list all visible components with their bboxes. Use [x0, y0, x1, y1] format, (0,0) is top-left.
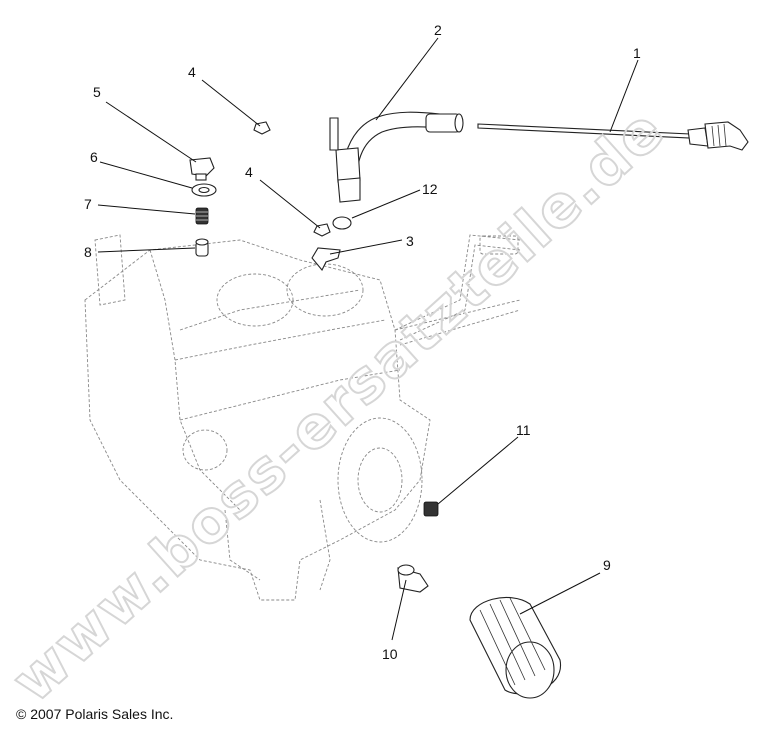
callout-6: 6: [90, 149, 98, 165]
part-2-dipstick-tube: [329, 111, 464, 203]
part-5-drain-bolt: [189, 157, 215, 181]
callout-10: 10: [382, 646, 398, 662]
callout-11: 11: [516, 422, 531, 438]
part-9-oil-filter: [469, 596, 561, 699]
leader-lines: [97, 37, 639, 641]
callout-labels: 1 2 3 4 4 5 6 7 8 9 10 11 12: [84, 22, 641, 662]
part-7-spring: [195, 207, 209, 225]
part-4-bolt-b: [313, 223, 331, 237]
callout-1: 1: [633, 45, 641, 61]
part-12-o-ring: [332, 216, 352, 230]
part-6-washer: [191, 183, 217, 197]
copyright-notice: © 2007 Polaris Sales Inc.: [16, 706, 174, 722]
callout-7: 7: [84, 196, 92, 212]
callout-5: 5: [93, 84, 101, 100]
part-4-bolt-a: [253, 121, 271, 135]
callout-12: 12: [422, 181, 438, 197]
callout-4a: 4: [188, 64, 196, 80]
callout-9: 9: [603, 557, 611, 573]
part-1-dipstick: [477, 121, 749, 151]
part-11-plug: [423, 501, 439, 517]
callout-2: 2: [434, 22, 442, 38]
callout-4b: 4: [245, 164, 253, 180]
part-10-fitting: [397, 564, 429, 593]
callout-3: 3: [406, 233, 414, 249]
callout-8: 8: [84, 244, 92, 260]
part-8-dowel-pin: [195, 238, 209, 257]
oil-line: [394, 234, 521, 346]
